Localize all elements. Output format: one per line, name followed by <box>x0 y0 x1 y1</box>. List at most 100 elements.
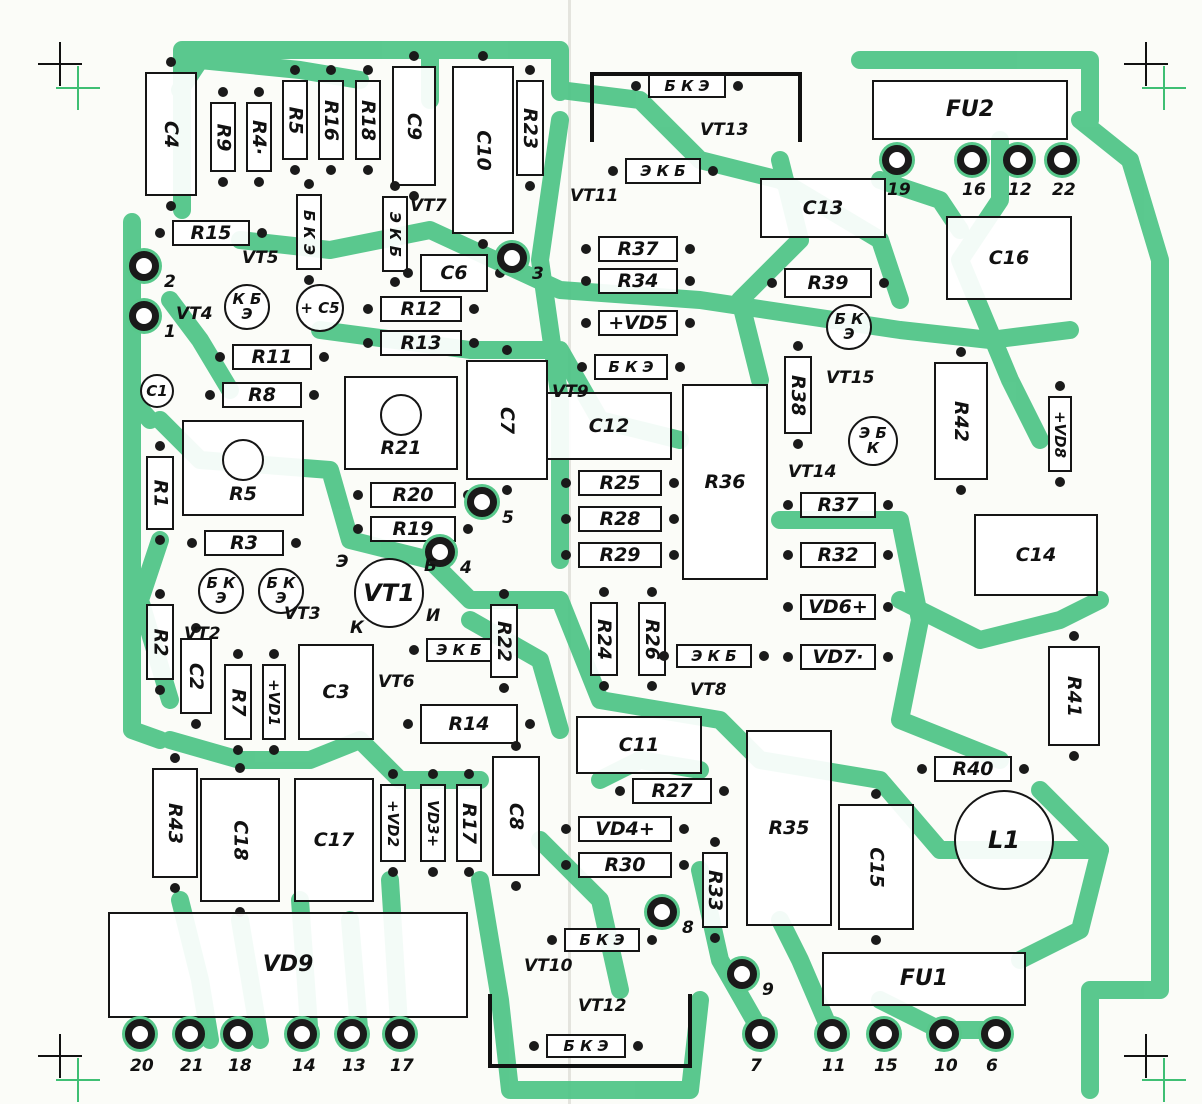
solder-pin <box>388 769 398 779</box>
component-r36: R36 <box>682 384 768 580</box>
component-label: R24 <box>593 618 616 660</box>
designator-label: VT7 <box>410 196 447 216</box>
trace-top-right <box>851 51 1139 169</box>
component-r42: R42 <box>934 362 988 480</box>
solder-pin <box>233 745 243 755</box>
registration-mark <box>1124 1034 1168 1078</box>
component-vt11: Э К Б <box>625 158 701 184</box>
solder-pin <box>388 867 398 877</box>
component-vt12: Б К Э <box>546 1034 626 1058</box>
component-vt3: Б К Э <box>258 568 304 614</box>
component-r35: R35 <box>746 730 832 926</box>
solder-pin <box>529 1041 539 1051</box>
solder-pin <box>883 500 893 510</box>
pin-letter: Э <box>336 552 349 572</box>
solder-pin <box>269 649 279 659</box>
solder-pin <box>599 681 609 691</box>
solder-pin <box>631 81 641 91</box>
solder-pin <box>170 753 180 763</box>
component-label: R5 <box>229 483 257 505</box>
component-label: R13 <box>400 331 442 354</box>
component-vd9: VD9 <box>108 912 468 1018</box>
designator-label: VT14 <box>788 462 837 482</box>
solder-pin <box>581 244 591 254</box>
solder-pin <box>547 935 557 945</box>
solder-pin <box>608 166 618 176</box>
terminal-pad-20 <box>125 1019 155 1049</box>
designator-label: VT10 <box>524 956 573 976</box>
component-label: Э К Б <box>386 211 405 257</box>
component-c4: C4 <box>145 72 197 196</box>
terminal-pad-12 <box>1003 145 1033 175</box>
solder-pin <box>326 165 336 175</box>
component-label: R25 <box>599 471 641 494</box>
component-label: C18 <box>229 819 252 861</box>
solder-pin <box>525 65 535 75</box>
component-c8: C8 <box>492 756 540 876</box>
component-r33: R33 <box>702 852 728 928</box>
solder-pin <box>883 602 893 612</box>
trace-lower-3 <box>471 831 709 1099</box>
terminal-pad-3 <box>497 243 527 273</box>
component-vt7: Э К Б <box>382 196 408 272</box>
component-label: C7 <box>496 406 519 434</box>
component-label: R33 <box>704 869 727 911</box>
solder-pin <box>883 652 893 662</box>
terminal-number: 21 <box>180 1056 204 1076</box>
registration-mark <box>38 1034 82 1078</box>
component-vt13: Б К Э <box>648 74 726 98</box>
component-label: C15 <box>865 846 888 888</box>
component-label: Б К Э <box>206 574 236 607</box>
component-r4: R4· <box>246 102 272 172</box>
solder-pin <box>363 338 373 348</box>
component-r22: R22 <box>490 604 518 678</box>
solder-pin <box>685 244 695 254</box>
component-label: +VD1 <box>265 678 284 726</box>
solder-pin <box>511 881 521 891</box>
solder-pin <box>679 860 689 870</box>
pin-letter: Б <box>424 556 437 576</box>
terminal-number: 14 <box>292 1056 316 1076</box>
solder-pin <box>155 535 165 545</box>
component-c18: C18 <box>200 778 280 902</box>
trimmer-knob <box>222 438 264 481</box>
designator-label: VT15 <box>826 368 875 388</box>
solder-pin <box>733 81 743 91</box>
component-r26: R26 <box>638 602 666 676</box>
component-label: C14 <box>1015 543 1057 566</box>
solder-pin <box>353 524 363 534</box>
solder-pin <box>710 837 720 847</box>
component-r40: R40 <box>934 756 1012 782</box>
component-label: +VD2 <box>384 799 403 847</box>
component-r12: R12 <box>380 296 462 322</box>
solder-pin <box>269 745 279 755</box>
terminal-number: 10 <box>934 1056 958 1076</box>
component-vd5: +VD5 <box>598 310 678 336</box>
solder-pin <box>793 341 803 351</box>
solder-pin <box>599 587 609 597</box>
solder-pin <box>561 478 571 488</box>
terminal-number: 8 <box>682 918 694 938</box>
component-vt15: Б К Э <box>826 304 872 350</box>
component-vt14: Э Б К <box>848 416 898 466</box>
solder-pin <box>719 786 729 796</box>
component-label: R5 <box>284 106 307 134</box>
designator-label: VT11 <box>570 186 619 206</box>
solder-pin <box>191 719 201 729</box>
solder-pin <box>233 649 243 659</box>
component-label: R40 <box>952 757 994 780</box>
solder-pin <box>235 763 245 773</box>
component-fu2: FU2 <box>872 80 1068 140</box>
component-label: R15 <box>190 221 232 244</box>
component-label: R21 <box>380 437 422 459</box>
solder-pin <box>669 514 679 524</box>
component-label: R17 <box>458 802 481 844</box>
terminal-number: 6 <box>986 1056 998 1076</box>
component-label: C3 <box>322 680 350 703</box>
component-c11: C11 <box>576 716 702 774</box>
component-vd6: VD6+ <box>800 594 876 620</box>
component-r7: R7 <box>224 664 252 740</box>
solder-pin <box>669 478 679 488</box>
trace-mid-7 <box>771 511 1009 769</box>
